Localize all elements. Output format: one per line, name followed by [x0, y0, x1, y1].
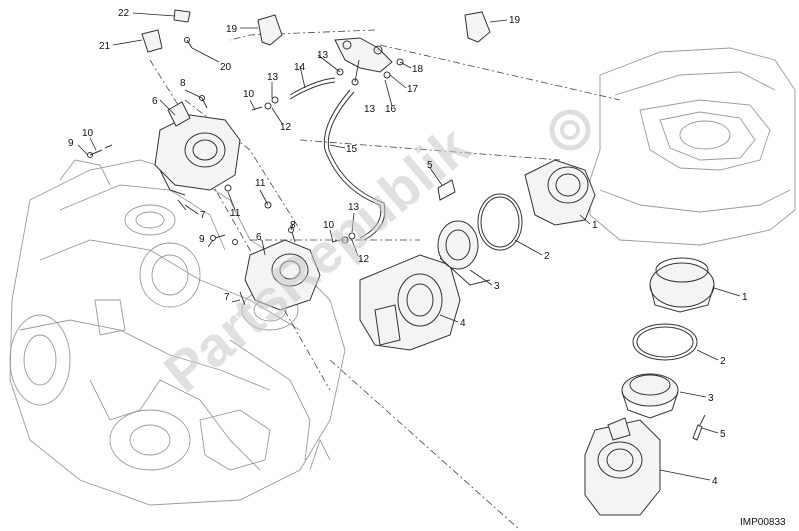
callout-12-middle: 12 [358, 254, 370, 265]
intake-duct-1-upper [524, 159, 596, 226]
throttle-body-middle [244, 239, 321, 311]
callout-5-upper: 5 [427, 160, 433, 171]
clamp-2-lower [632, 323, 698, 361]
callout-15: 15 [346, 144, 358, 155]
throttle-body-upper [154, 101, 241, 196]
leader-lines [77, 12, 741, 481]
callout-17: 17 [407, 84, 419, 95]
intake-adapter-3-lower [621, 373, 679, 419]
callout-3-middle: 3 [494, 281, 500, 292]
callout-1-lower: 1 [742, 292, 748, 303]
callout-14: 14 [294, 62, 306, 73]
sensor-19-left [257, 14, 283, 46]
callout-8-middle: 8 [290, 220, 296, 231]
callout-13-top: 13 [317, 50, 329, 61]
callout-3-lower: 3 [708, 393, 714, 404]
callout-6-middle: 6 [256, 232, 262, 243]
connector-22 [173, 9, 191, 23]
watermark-gear-icon [549, 109, 591, 151]
callout-10-middle: 10 [323, 220, 335, 231]
callout-12-upper: 12 [280, 122, 292, 133]
callout-4-lower: 4 [712, 476, 718, 487]
bolt-5-lower [692, 414, 706, 441]
bracket-17 [334, 37, 393, 73]
sensor-19-right [464, 11, 491, 43]
callout-19-right: 19 [509, 15, 521, 26]
callout-7-upper: 7 [200, 210, 206, 221]
callout-4-middle: 4 [460, 318, 466, 329]
intake-duct-1-lower [649, 257, 715, 313]
bolt-5-upper [437, 179, 456, 201]
hose-15 [323, 89, 386, 241]
callout-10-upper: 10 [243, 89, 255, 100]
intake-adapter-3-middle [437, 220, 491, 286]
callout-2-lower: 2 [720, 356, 726, 367]
callout-13-middle: 13 [348, 202, 360, 213]
callout-22: 22 [118, 8, 130, 19]
airbox [589, 47, 796, 246]
assembly-guide-lines [149, 29, 621, 531]
callout-labels: 22 21 20 19 19 18 17 16 15 14 13 13 13 1… [68, 8, 748, 487]
callout-13-upper-right: 13 [364, 104, 376, 115]
hose-14 [289, 77, 336, 100]
callout-5-lower: 5 [720, 429, 726, 440]
fasteners [87, 37, 404, 306]
callout-2-middle: 2 [544, 251, 550, 262]
callout-10-left: 10 [82, 128, 94, 139]
callout-7-middle: 7 [224, 292, 230, 303]
throttle-body-4-middle [359, 254, 461, 351]
reference-code: IMP00833 [740, 517, 786, 528]
callout-13-upper-left: 13 [267, 72, 279, 83]
bracket-21 [141, 29, 163, 53]
throttle-body-4-lower [584, 417, 661, 516]
callout-20: 20 [220, 62, 232, 73]
engine-block [9, 159, 346, 506]
callout-11-upper: 11 [230, 208, 241, 219]
callout-1-upper: 1 [592, 220, 598, 231]
callout-16: 16 [385, 104, 397, 115]
callout-9-middle: 9 [199, 234, 205, 245]
callout-6-upper: 6 [152, 96, 158, 107]
callout-11-middle: 11 [255, 178, 266, 189]
callout-9-left: 9 [68, 138, 74, 149]
callout-18: 18 [412, 64, 424, 75]
callout-19-left: 19 [226, 24, 238, 35]
callout-8-upper: 8 [180, 78, 186, 89]
clamp-2-middle [477, 193, 523, 251]
callout-21: 21 [99, 41, 111, 52]
